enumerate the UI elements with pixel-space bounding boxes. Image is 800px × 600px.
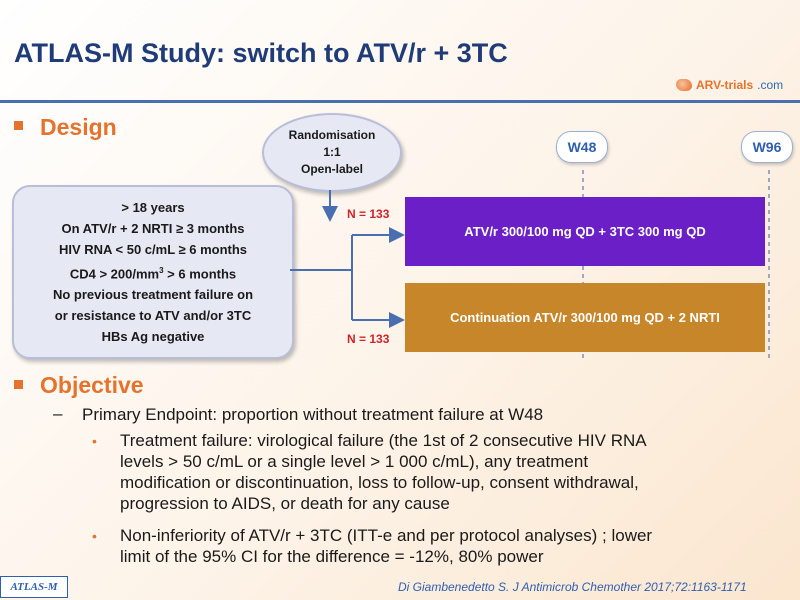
logo-suffix: .com (757, 78, 784, 92)
objective-heading: Objective (40, 372, 144, 398)
arm-atv-3tc: ATV/r 300/100 mg QD + 3TC 300 mg QD (405, 197, 765, 266)
timepoint-w96: W96 (741, 131, 793, 163)
treatment-failure-definition: Treatment failure: virological failure (… (120, 431, 647, 513)
dot-bullet-icon: • (92, 433, 97, 449)
square-bullet-icon (14, 380, 23, 389)
arm2-n: N = 133 (347, 332, 390, 346)
citation: Di Giambenedetto S. J Antimicrob Chemoth… (398, 580, 747, 594)
timepoint-w48: W48 (556, 131, 608, 163)
primary-endpoint: Primary Endpoint: proportion without tre… (82, 405, 544, 424)
square-bullet-icon (14, 121, 23, 130)
criteria-line4: CD4 > 200/mm3 > 6 months (69, 265, 237, 282)
dot-bullet-icon: • (92, 528, 97, 544)
dash-bullet: – (53, 404, 63, 423)
slide-title: ATLAS-M Study: switch to ATV/r + 3TC (14, 38, 508, 68)
arm1-n: N = 133 (347, 207, 390, 221)
randomisation-line1: Randomisation (288, 128, 376, 142)
criteria-line3: HIV RNA < 50 c/mL ≥ 6 months (58, 241, 248, 257)
design-heading: Design (40, 114, 117, 140)
randomisation-line3: Open-label (300, 162, 363, 176)
study-badge: ATLAS-M (0, 576, 68, 598)
criteria-line1: > 18 years (121, 199, 185, 215)
criteria-line6: or resistance to ATV and/or 3TC (54, 308, 252, 324)
randomisation-line2: 1:1 (323, 145, 341, 159)
inclusion-criteria-box: > 18 years On ATV/r + 2 NRTI ≥ 3 months … (12, 185, 294, 359)
criteria-line2: On ATV/r + 2 NRTI ≥ 3 months (61, 220, 245, 236)
arm-continuation: Continuation ATV/r 300/100 mg QD + 2 NRT… (405, 283, 765, 352)
title-divider (0, 100, 800, 103)
non-inferiority-definition: Non-inferiority of ATV/r + 3TC (ITT-e an… (120, 526, 653, 566)
logo-icon (676, 79, 692, 91)
criteria-line7: HBs Ag negative (101, 329, 205, 345)
randomisation-bubble: Randomisation 1:1 Open-label (262, 113, 402, 192)
criteria-line5: No previous treatment failure on (52, 287, 254, 303)
arv-trials-logo: ARV-trials.com (676, 78, 783, 92)
logo-brand: ARV-trials (696, 78, 754, 92)
